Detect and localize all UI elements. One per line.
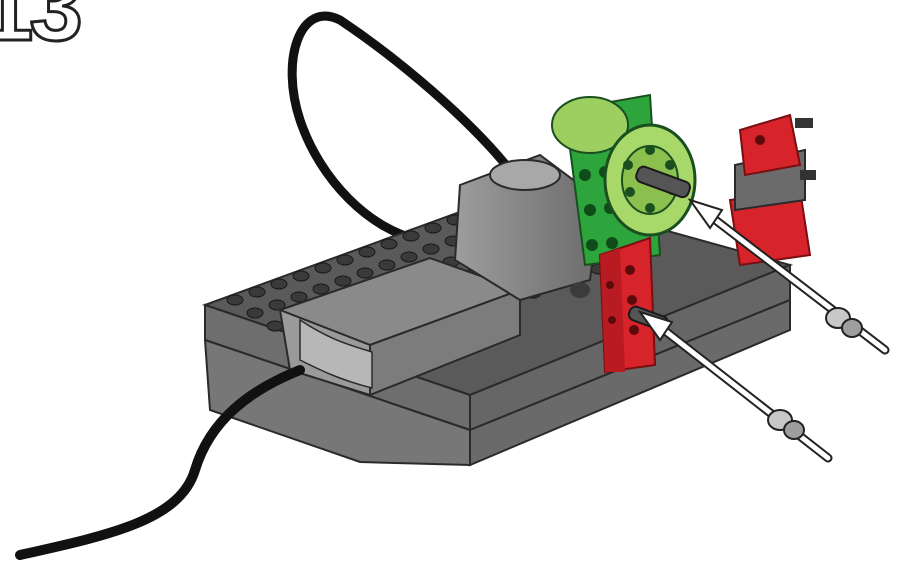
plate-stud — [337, 255, 353, 265]
plate-stud — [267, 321, 283, 331]
axle-bushing-lower — [768, 410, 804, 439]
plate-stud — [381, 239, 397, 249]
pulley-wheel-front — [605, 125, 695, 235]
plate-stud — [293, 271, 309, 281]
plate-stud — [313, 284, 329, 294]
plate-stud — [357, 268, 373, 278]
plate-stud — [425, 223, 441, 233]
plate-stud — [423, 244, 439, 254]
plate-stud — [247, 308, 263, 318]
plate-stud — [403, 231, 419, 241]
plate-stud — [315, 263, 331, 273]
axle-bushing-upper — [826, 308, 862, 337]
plate-stud — [401, 252, 417, 262]
plate-stud — [227, 295, 243, 305]
plate-stud — [379, 260, 395, 270]
plate-stud — [335, 276, 351, 286]
plate-stud — [249, 287, 265, 297]
plate-stud — [359, 247, 375, 257]
plate-stud — [271, 279, 287, 289]
